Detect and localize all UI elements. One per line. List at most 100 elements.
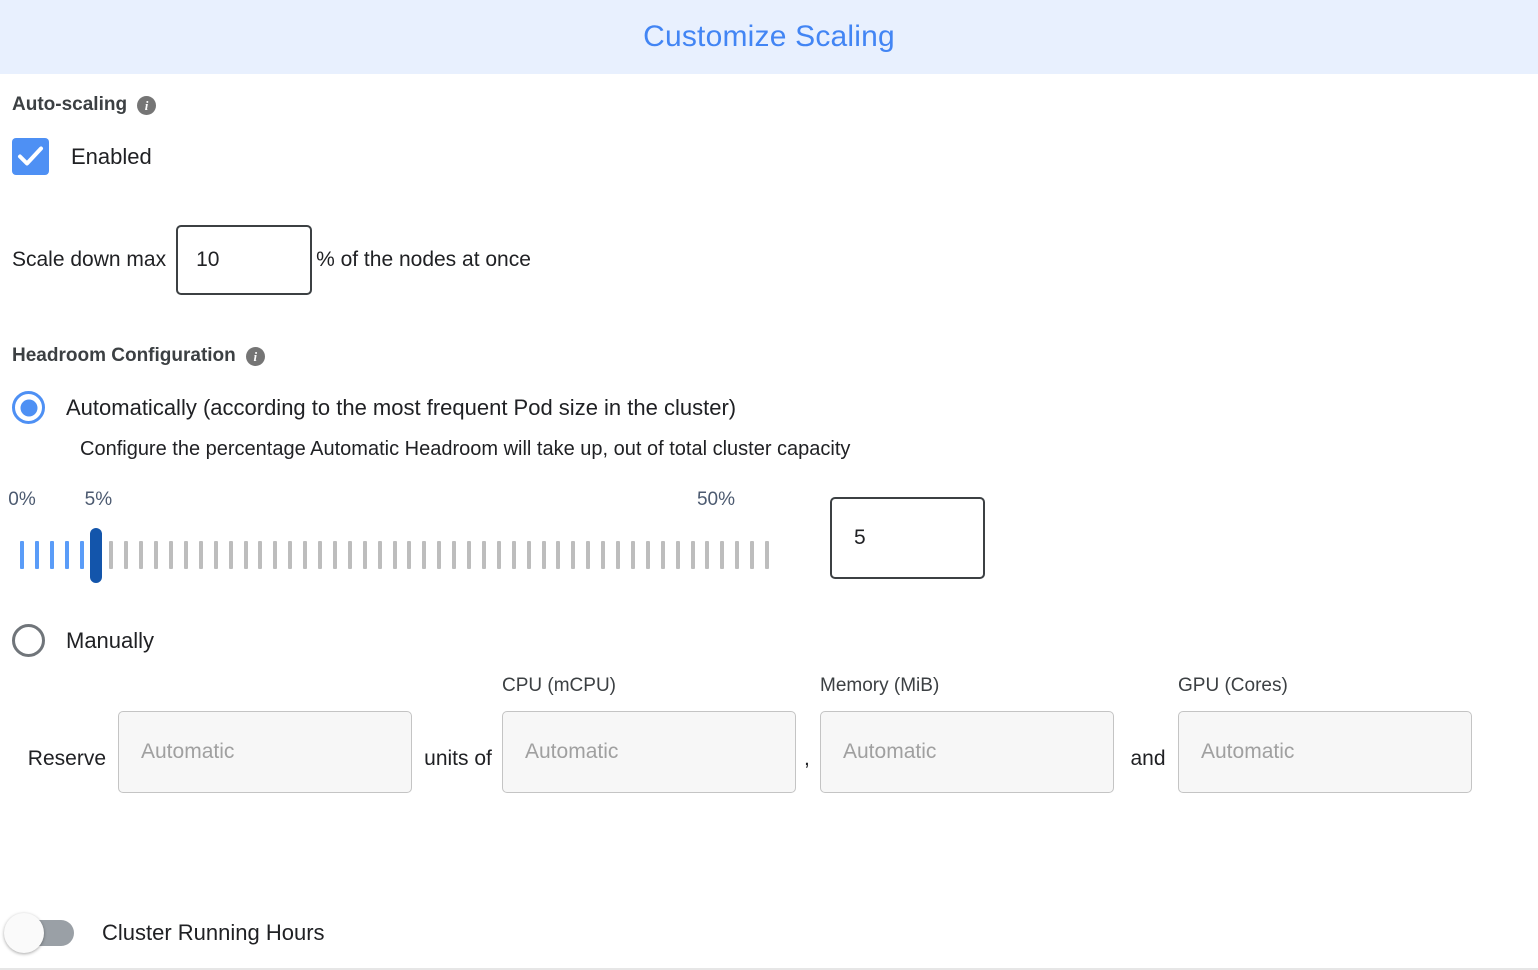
reserve-header-units	[118, 697, 414, 711]
slider-tick	[377, 541, 382, 569]
toggle-knob	[4, 913, 44, 953]
slider-tick	[690, 541, 695, 569]
reserve-memory-input[interactable]	[820, 711, 1114, 793]
reserve-units-input[interactable]	[118, 711, 412, 793]
reserve-units-of-label: units of	[424, 747, 492, 770]
slider-tick	[198, 541, 203, 569]
slider-tick	[243, 541, 248, 569]
reserve-cpu-cell	[502, 711, 802, 793]
cluster-running-hours-label: Cluster Running Hours	[102, 920, 325, 945]
scale-down-max-input[interactable]	[176, 225, 313, 295]
slider-tick	[437, 541, 442, 569]
slider-tick	[79, 541, 84, 569]
reserve-header-memory: Memory (MiB)	[820, 675, 940, 696]
slider-tick	[705, 541, 710, 569]
slider-tick	[347, 541, 352, 569]
slider-max-label: 50%	[696, 489, 736, 510]
reserve-memory-cell	[820, 711, 1118, 793]
slider-current-label: 5%	[84, 489, 113, 510]
cluster-running-hours-row: Cluster Running Hours	[4, 913, 325, 953]
slider-tick	[601, 541, 606, 569]
check-icon	[18, 146, 43, 166]
slider-tick	[169, 541, 174, 569]
slider-tick	[318, 541, 323, 569]
headroom-percentage-input[interactable]	[830, 497, 985, 579]
headroom-label: Headroom Configuration	[12, 345, 236, 366]
slider-thumb[interactable]	[90, 528, 103, 583]
headroom-percentage-slider-block: 0% 5% 50%	[8, 489, 1526, 594]
slider-tick	[467, 541, 472, 569]
reserve-gpu-input[interactable]	[1178, 711, 1472, 793]
auto-scaling-enabled-row: Enabled	[12, 138, 1526, 175]
slider-tick	[258, 541, 263, 569]
headroom-slider[interactable]	[12, 523, 772, 583]
radio-headroom-manually[interactable]	[12, 624, 45, 657]
slider-tick	[481, 541, 486, 569]
slider-tick	[750, 541, 755, 569]
reserve-header-cpu: CPU (mCPU)	[502, 675, 616, 696]
reserve-row: CPU (mCPU) Memory (MiB) GPU (Cores) Rese…	[12, 675, 1526, 793]
slider-tick	[49, 541, 54, 569]
slider-tick	[645, 541, 650, 569]
slider-tick	[675, 541, 680, 569]
auto-scaling-section-header: Auto-scaling i	[12, 94, 1526, 116]
info-icon[interactable]: i	[137, 95, 157, 115]
slider-tick	[616, 541, 621, 569]
radio-headroom-automatic-label: Automatically (according to the most fre…	[66, 394, 737, 420]
reserve-header-gpu: GPU (Cores)	[1178, 675, 1288, 696]
radio-headroom-automatic[interactable]	[12, 391, 45, 424]
slider-tick	[765, 541, 770, 569]
info-icon[interactable]: i	[245, 346, 265, 366]
headroom-automatic-help-text: Configure the percentage Automatic Headr…	[80, 438, 851, 460]
headroom-section-header: Headroom Configuration i	[12, 345, 1526, 367]
scale-down-max-label: Scale down max	[12, 248, 167, 271]
slider-tick	[720, 541, 725, 569]
radio-headroom-manually-label: Manually	[66, 627, 155, 653]
slider-tick	[541, 541, 546, 569]
page-title: Customize Scaling	[643, 20, 895, 53]
slider-tick	[556, 541, 561, 569]
headroom-automatic-row: Automatically (according to the most fre…	[12, 391, 1526, 424]
slider-tick	[20, 541, 24, 569]
slider-tick	[124, 541, 129, 569]
slider-ticks	[12, 541, 772, 569]
scale-down-max-suffix: % of the nodes at once	[316, 248, 531, 271]
slider-tick	[571, 541, 576, 569]
reserve-cpu-input[interactable]	[502, 711, 796, 793]
slider-tick	[362, 541, 367, 569]
slider-tick	[586, 541, 591, 569]
slider-tick	[183, 541, 188, 569]
auto-scaling-enabled-label: Enabled	[71, 143, 152, 169]
slider-tick	[526, 541, 531, 569]
slider-tick	[154, 541, 159, 569]
reserve-gpu-cell	[1178, 711, 1476, 793]
slider-tick	[213, 541, 218, 569]
slider-tick	[64, 541, 69, 569]
slider-tick	[332, 541, 337, 569]
slider-tick	[422, 541, 427, 569]
auto-scaling-enabled-checkbox[interactable]	[12, 138, 49, 175]
slider-tick	[109, 541, 114, 569]
slider-tick	[660, 541, 665, 569]
slider-scale-labels: 0% 5% 50%	[8, 489, 1526, 515]
reserve-prefix-label: Reserve	[27, 747, 106, 770]
slider-tick	[511, 541, 516, 569]
scale-down-max-row: Scale down max % of the nodes at once	[12, 225, 1526, 295]
slider-tick	[228, 541, 233, 569]
headroom-manual-row: Manually	[12, 624, 1526, 657]
cluster-running-hours-toggle[interactable]	[4, 913, 74, 953]
reserve-units-cell	[118, 711, 414, 793]
slider-tick	[630, 541, 635, 569]
slider-min-label: 0%	[8, 489, 36, 510]
slider-tick	[34, 541, 39, 569]
slider-tick	[735, 541, 740, 569]
slider-tick	[407, 541, 412, 569]
slider-tick	[273, 541, 278, 569]
reserve-and-label: and	[1130, 747, 1166, 770]
slider-tick	[288, 541, 293, 569]
slider-tick	[139, 541, 144, 569]
slider-tick	[303, 541, 308, 569]
dialog-body: Auto-scaling i Enabled Scale down max % …	[0, 94, 1538, 793]
slider-tick	[392, 541, 397, 569]
slider-tick	[452, 541, 457, 569]
